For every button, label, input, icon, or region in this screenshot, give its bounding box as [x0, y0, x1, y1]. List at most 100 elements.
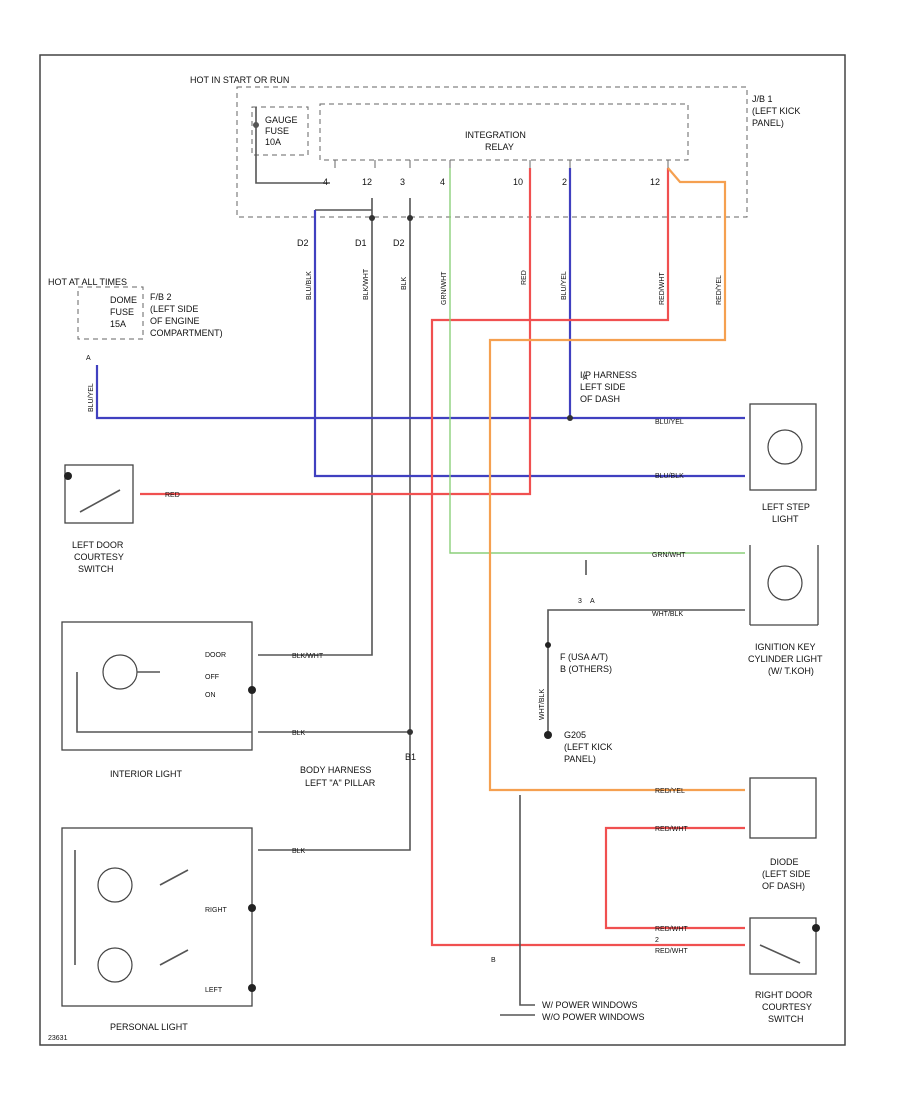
wire-label-blk-h2: BLK	[292, 848, 306, 855]
wire-label-red-wht-h2: RED/WHT	[655, 926, 688, 933]
jb1-label-3: PANEL)	[752, 118, 784, 128]
wire-label-red-yel-h: RED/YEL	[655, 788, 685, 795]
gauge-fuse-symbol	[253, 122, 259, 128]
interior-light-wiring	[76, 671, 252, 733]
g205-label-1: G205	[564, 730, 586, 740]
jb1-label-2: (LEFT KICK	[752, 106, 800, 116]
hot-at-all-times-label: HOT AT ALL TIMES	[48, 277, 127, 287]
dome-fuse-label-2: FUSE	[110, 307, 134, 317]
wire-label-blk-wht-vert: BLK/WHT	[363, 268, 370, 300]
wire-label-red-vert: RED	[521, 270, 528, 285]
pers-switch-left-label: LEFT	[205, 987, 223, 994]
int-switch-on	[248, 686, 256, 694]
wire-label-blu-yel-h: BLU/YEL	[655, 419, 684, 426]
wire-label-blu-yel-fb: BLU/YEL	[88, 383, 95, 412]
diagram-frame	[39, 54, 846, 1046]
wire-blu-yel	[95, 365, 745, 420]
ip-harness-label-3: OF DASH	[580, 394, 620, 404]
wire-red-left-door	[140, 168, 532, 496]
splice-b1	[407, 729, 413, 735]
mark-a-3: A	[590, 598, 595, 605]
body-harness-label-1: B1	[405, 752, 416, 762]
left-step-light-bulb	[767, 429, 803, 465]
right-door-switch-terminal	[812, 924, 820, 932]
fb2-label-3: OF ENGINE	[150, 316, 200, 326]
ground-note-1: F (USA A/T)	[560, 652, 608, 662]
wire-label-blu-blk-vert: BLU/BLK	[306, 271, 313, 300]
wire-blu-blk	[313, 210, 745, 478]
wire-label-blu-yel-vert: BLU/YEL	[561, 271, 568, 300]
relay-pin-2: 12	[362, 177, 372, 187]
conn-label-3: D2	[393, 238, 405, 248]
wire-label-blk-h1: BLK	[292, 730, 306, 737]
interior-light-box	[61, 621, 253, 751]
gauge-fuse-label-2: FUSE	[265, 126, 289, 136]
left-door-switch-box	[64, 464, 134, 524]
relay-pin-4: 4	[440, 177, 445, 187]
right-door-switch-label-2: COURTESY	[762, 1002, 812, 1012]
wire-label-wht-blk-h: WHT/BLK	[652, 611, 683, 618]
wire-label-grn-wht-vert: GRN/WHT	[441, 271, 448, 305]
wire-label-grn-wht-h: GRN/WHT	[652, 552, 686, 559]
int-switch-door: DOOR	[205, 652, 226, 659]
personal-light-wiring	[74, 850, 189, 966]
relay-pin-5: 10	[513, 177, 523, 187]
diode-label-1: DIODE	[770, 857, 799, 867]
personal-light-bulb-1	[97, 867, 133, 903]
fb2-label-2: (LEFT SIDE	[150, 304, 198, 314]
wire-label-blk-wht-h: BLK/WHT	[292, 653, 324, 660]
right-door-switch-label-1: RIGHT DOOR	[755, 990, 813, 1000]
fb2-label-1: F/B 2	[150, 292, 172, 302]
gauge-fuse-wire	[255, 107, 330, 184]
int-switch-off: OFF	[205, 674, 219, 681]
conn-label-1: D2	[297, 238, 309, 248]
right-door-switch-label-3: SWITCH	[768, 1014, 804, 1024]
body-harness-label-2: BODY HARNESS	[300, 765, 371, 775]
gauge-fuse-box	[251, 106, 309, 156]
dome-fuse-label-1: DOME	[110, 295, 137, 305]
relay-pin-3: 3	[400, 177, 405, 187]
wire-wht-blk	[547, 609, 745, 735]
mark-b: B	[491, 957, 496, 964]
wht-blk-splice	[545, 642, 551, 648]
wire-label-red-yel-vert: RED/YEL	[716, 275, 723, 305]
interior-light-bulb	[102, 654, 138, 690]
left-door-switch-label-1: LEFT DOOR	[72, 540, 124, 550]
diode-label-2: (LEFT SIDE	[762, 869, 810, 879]
integration-relay-label-1: INTEGRATION	[465, 130, 526, 140]
integration-relay-box	[319, 103, 689, 161]
personal-light-label: PERSONAL LIGHT	[110, 1022, 188, 1032]
personal-light-box	[61, 827, 253, 1007]
hot-in-start-label: HOT IN START OR RUN	[190, 75, 289, 85]
jb1-label-1: J/B 1	[752, 94, 773, 104]
wire-label-red-wht-vert: RED/WHT	[659, 272, 666, 305]
right-door-switch-contact	[759, 944, 801, 964]
ignition-key-light-bulb	[767, 565, 803, 601]
diode-box	[749, 777, 817, 839]
ignition-key-light-label-3: (W/ T.KOH)	[768, 666, 814, 676]
splice-relay-pin2	[407, 215, 413, 221]
conn-label-2: D1	[355, 238, 367, 248]
ip-harness-label-2: LEFT SIDE	[580, 382, 625, 392]
fb2-label-4: COMPARTMENT)	[150, 328, 223, 338]
wire-red-wht-diode	[604, 826, 745, 930]
pers-switch-right-label: RIGHT	[205, 907, 228, 914]
wire-label-wht-blk-vert: WHT/BLK	[539, 689, 546, 720]
dome-fuse-label-3: 15A	[110, 319, 126, 329]
interior-light-label: INTERIOR LIGHT	[110, 769, 183, 779]
wire-label-red-wht-h1: RED/WHT	[655, 826, 688, 833]
wire-grn-wht	[449, 168, 745, 554]
splice-ip-harness	[567, 415, 573, 421]
personal-light-bulb-2	[97, 947, 133, 983]
relay-pin-6: 2	[562, 177, 567, 187]
fb2-box	[77, 286, 144, 340]
wire-label-blk-vert: BLK	[401, 276, 408, 290]
figure-code: 23631	[48, 1035, 68, 1042]
jb1-box	[236, 86, 748, 218]
wire-blk-relay	[258, 198, 411, 851]
power-windows-label-1: W/ POWER WINDOWS	[542, 1000, 638, 1010]
right-door-switch-box	[749, 917, 817, 975]
power-window-line	[519, 795, 535, 1006]
left-step-light-box	[749, 403, 817, 491]
pers-switch-left	[248, 984, 256, 992]
